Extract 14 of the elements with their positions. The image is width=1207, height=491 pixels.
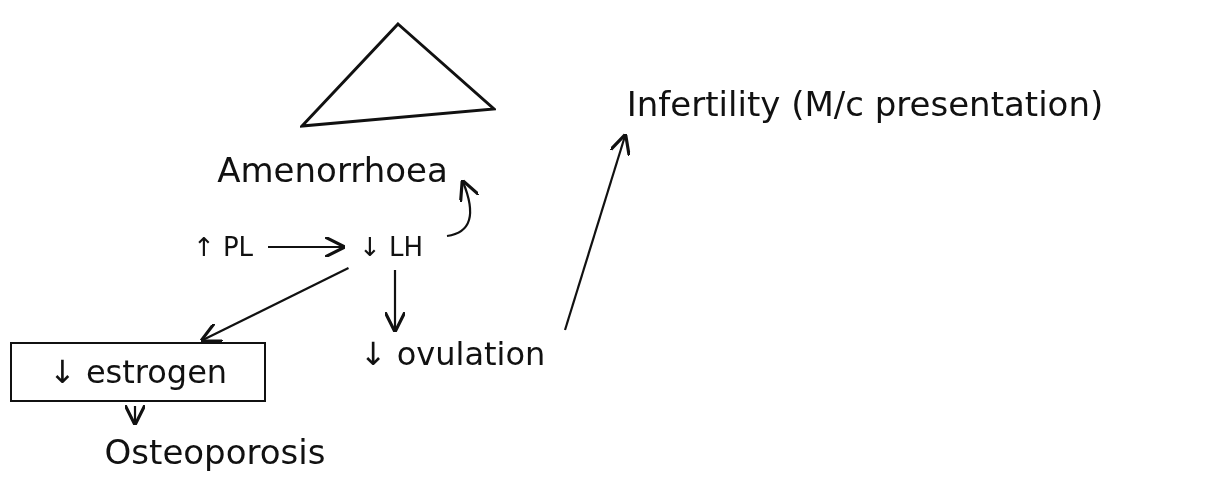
- arrow: [199, 267, 349, 343]
- node-text: ↓ ovulation: [359, 335, 546, 373]
- arrow: [563, 132, 631, 331]
- arrow: [446, 178, 481, 238]
- arrow: [383, 270, 407, 334]
- node-text: ↑ PL: [192, 232, 254, 262]
- arrow: [268, 235, 347, 259]
- node-text: ↓ LH: [358, 232, 424, 262]
- node-text: Amenorrhoea: [217, 150, 448, 190]
- node-text: Infertility (M/c presentation): [626, 84, 1104, 124]
- triangle-shape: [300, 22, 496, 128]
- boxed-text: ↓ estrogen: [10, 342, 266, 402]
- arrow: [123, 403, 147, 427]
- node-text: Osteoporosis: [104, 432, 326, 472]
